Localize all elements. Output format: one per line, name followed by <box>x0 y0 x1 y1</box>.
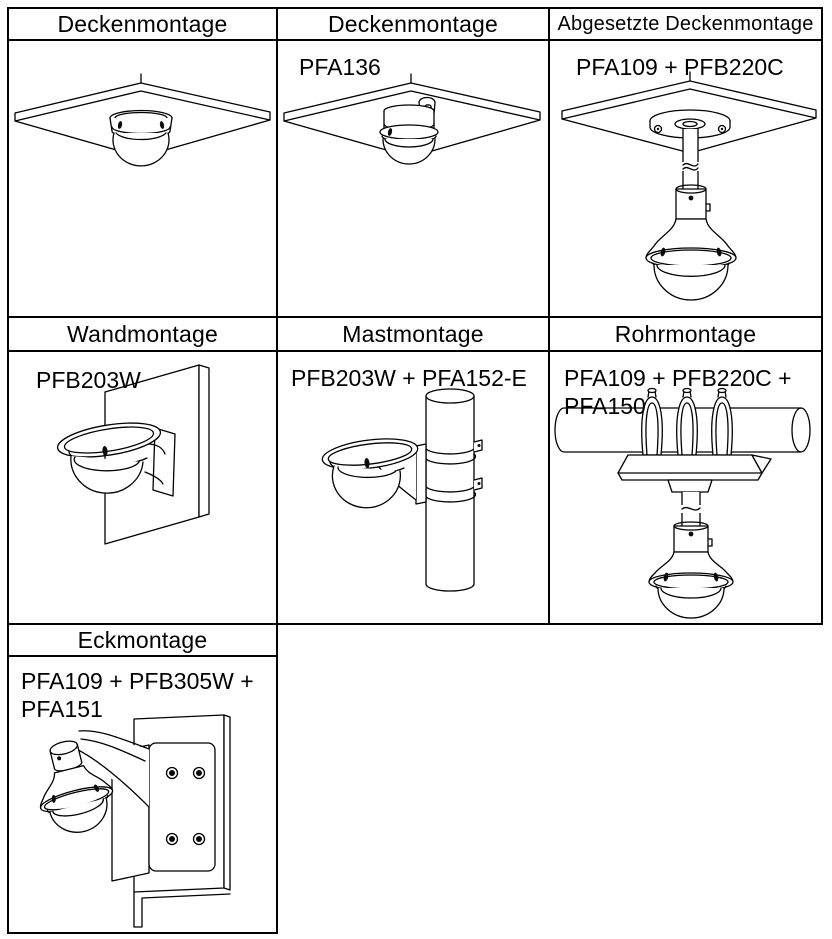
cell-ceiling-mount-1 <box>7 39 278 318</box>
header-label: Eckmontage <box>77 626 208 653</box>
product-label: PFB203W <box>36 367 141 393</box>
header-deckenmontage-1: Deckenmontage <box>7 7 278 41</box>
header-wandmontage: Wandmontage <box>7 316 278 352</box>
cell-pipe-mount: PFA109 + PFB220C + PFA150 <box>548 350 823 625</box>
product-label: PFB203W + PFA152-E <box>291 365 527 391</box>
header-mastmontage: Mastmontage <box>276 316 550 352</box>
wall-mount-illustration <box>56 364 210 545</box>
header-abgesetzte-deckenmontage: Abgesetzte Deckenmontage <box>548 7 823 41</box>
cell-wall-mount: PFB203W <box>7 350 278 625</box>
mounting-options-table: Deckenmontage Deckenmontage Abgesetzte D… <box>7 7 827 934</box>
product-label: PFA109 + PFB220C + PFA150 <box>564 365 792 420</box>
header-label: Rohrmontage <box>614 320 757 347</box>
cell-corner-mount: PFA109 + PFB305W + PFA151 <box>7 655 278 934</box>
pendant-mount-illustration <box>561 71 817 301</box>
product-label: PFA136 <box>299 54 381 80</box>
cell-pole-mount: PFB203W + PFA152-E <box>276 350 550 625</box>
header-eckmontage: Eckmontage <box>7 623 278 657</box>
pipe-mount-illustration <box>554 387 811 619</box>
pole-mount-illustration <box>321 388 483 592</box>
product-label: PFA109 + PFB305W + PFA151 <box>21 668 254 723</box>
corner-mount-illustration <box>39 714 231 928</box>
ceiling-mount-illustration <box>14 73 271 167</box>
ceiling-adapter-mount-illustration <box>283 73 541 165</box>
header-rohrmontage: Rohrmontage <box>548 316 823 352</box>
header-deckenmontage-2: Deckenmontage <box>276 7 550 41</box>
cell-pendant-mount: PFA109 + PFB220C <box>548 39 823 318</box>
cell-ceiling-mount-2: PFA136 <box>276 39 550 318</box>
header-label: Wandmontage <box>67 320 218 347</box>
header-label: Deckenmontage <box>327 10 499 37</box>
header-label: Mastmontage <box>342 320 484 347</box>
header-label: Deckenmontage <box>57 10 228 37</box>
header-label: Abgesetzte Deckenmontage <box>557 12 814 35</box>
product-label: PFA109 + PFB220C <box>576 54 784 80</box>
